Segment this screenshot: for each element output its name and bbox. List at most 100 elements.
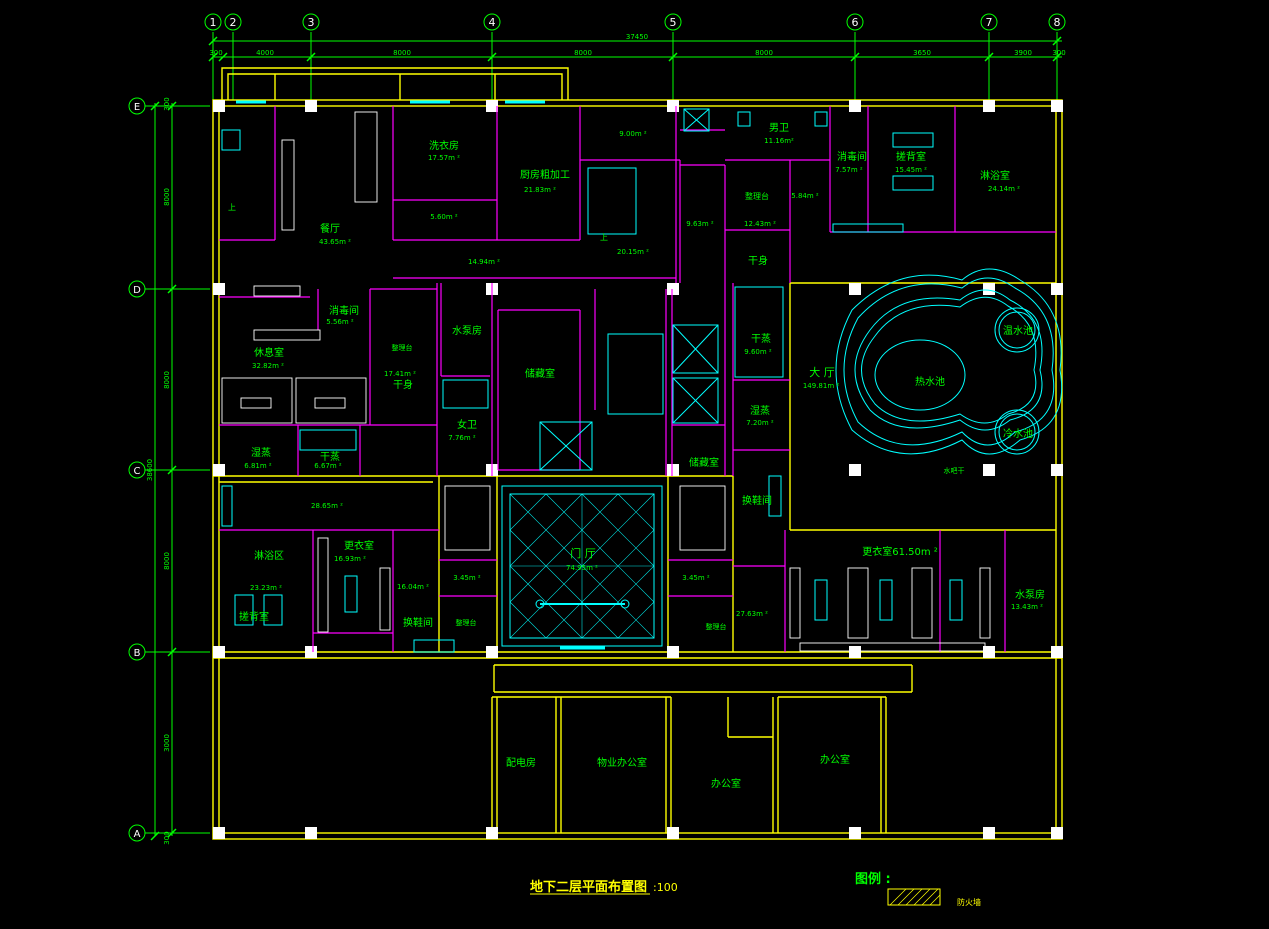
grid-bubble-col [204, 13, 222, 31]
structural-column [667, 283, 679, 295]
dim-top-7: 300 [1052, 49, 1065, 57]
room-dry2-area: 17.41m ² [384, 370, 416, 378]
grid-bubble-col [224, 13, 242, 31]
grid-bubble-col [846, 13, 864, 31]
grid-label-col: 2 [230, 16, 237, 29]
room-pump2-area: 13.43m ² [1011, 603, 1043, 611]
room-storage2-name: 储藏室 [689, 456, 719, 469]
room-locker1-name: 更衣室 [344, 539, 374, 552]
grid-label-col: 4 [489, 16, 496, 29]
room-area-584: 5.84m ² [791, 192, 819, 200]
room-warm-pool-label: 温水池 [1003, 324, 1033, 337]
grid-label-col: 5 [670, 16, 677, 29]
room-sauna-wet-area: 7.20m ² [746, 419, 774, 427]
room-kitchen-name: 厨房粗加工 [520, 168, 570, 181]
grid-bubble-row [128, 643, 146, 661]
structural-column [849, 100, 861, 112]
drawing-title-block: 地下二层平面布置图 :100 图例 : 防火墙 [530, 871, 981, 907]
exterior-walls [212, 67, 1063, 840]
grid-label-row: A [134, 829, 141, 840]
structural-column [305, 646, 317, 658]
room-dining-name: 餐厅 [320, 222, 340, 235]
room-area-560: 5.60m ² [430, 213, 458, 221]
dim-left-5: 300 [163, 831, 171, 844]
structural-column [213, 827, 225, 839]
grid-bubble-col [1048, 13, 1066, 31]
grid-label-col: 7 [986, 16, 993, 29]
dim-overall: 37450 [626, 33, 648, 41]
room-manage1-area: 12.43m ² [744, 220, 776, 228]
room-disinfect2-name: 消毒间 [329, 304, 359, 317]
structural-column [983, 646, 995, 658]
room-dry1-name: 干身 [748, 254, 768, 267]
room-area-1604: 16.04m ² [397, 583, 429, 591]
grid-label-row: E [134, 102, 140, 113]
room-pump1-name: 水泵房 [452, 324, 482, 337]
room-shower1-name: 淋浴室 [980, 169, 1010, 182]
structural-column [983, 283, 995, 295]
room-area-345b: 3.45m ² [682, 574, 710, 582]
room-property-office-name: 物业办公室 [597, 756, 647, 769]
room-office1-name: 办公室 [711, 777, 741, 790]
structural-column [667, 100, 679, 112]
structural-column [213, 646, 225, 658]
room-disinfect1-name: 消毒间 [837, 150, 867, 163]
room-manage2-name: 整理台 [392, 343, 413, 352]
fixtures [221, 100, 1063, 653]
room-locker2-name: 更衣室61.50m ² [862, 545, 938, 558]
room-disinfect1-area: 7.57m ² [835, 166, 863, 174]
structural-column [983, 100, 995, 112]
grid-label-row: C [134, 466, 141, 477]
room-area-2763: 27.63m ² [736, 610, 768, 618]
room-hall-name: 大 厅 [809, 365, 835, 379]
room-massage2-name: 搓背室 [239, 610, 269, 623]
room-shower1-area: 24.14m ² [988, 185, 1020, 193]
drawing-scale: :100 [653, 881, 678, 894]
room-disinfect2-area: 5.56m ² [326, 318, 354, 326]
room-dining-area: 43.65m ² [319, 238, 351, 246]
grid-label-col: 6 [852, 16, 859, 29]
structural-column [305, 100, 317, 112]
structural-column [1051, 646, 1063, 658]
structural-column [305, 827, 317, 839]
grid-bubble-col [664, 13, 682, 31]
structural-columns [213, 100, 1063, 839]
room-manage1-name: 整理台 [745, 191, 769, 201]
drawing-title: 地下二层平面布置图 [530, 879, 647, 895]
grid-bubble-col [980, 13, 998, 31]
room-womens-name: 女卫 [457, 418, 477, 431]
structural-column [486, 100, 498, 112]
room-area-2865: 28.65m ² [311, 502, 343, 510]
dimension-lines [145, 32, 1062, 841]
structural-column [486, 646, 498, 658]
room-laundry-area: 17.57m ² [428, 154, 460, 162]
dimension-text-group: 37450 300 4000 8000 8000 8000 3650 3900 … [146, 33, 1066, 845]
structural-column [1051, 464, 1063, 476]
grid-bubble-row [128, 280, 146, 298]
structural-column [667, 464, 679, 476]
grid-bubble-row [128, 97, 146, 115]
dim-top-5: 3650 [913, 49, 931, 57]
room-dry2-name: 干身 [393, 378, 413, 391]
room-hall-area: 149.81m ² [803, 382, 840, 390]
room-womens-area: 7.76m ² [448, 434, 476, 442]
dim-left-3: 8000 [163, 552, 171, 570]
room-dry3-name: 干蒸 [320, 451, 340, 463]
dim-top-1: 4000 [256, 49, 274, 57]
structural-column [849, 464, 861, 476]
furniture [221, 111, 991, 652]
dim-top-6: 3900 [1014, 49, 1032, 57]
structural-column [1051, 827, 1063, 839]
grid-bubble-row [128, 824, 146, 842]
room-shoe2-name: 换鞋间 [403, 616, 433, 629]
room-pump2-name: 水泵房 [1015, 588, 1045, 601]
structural-column [983, 827, 995, 839]
grid-label-col: 8 [1054, 16, 1061, 29]
legend-firewall-label: 防火墙 [957, 897, 981, 907]
room-hot-pool-label: 热水池 [915, 375, 945, 388]
room-shower2-name: 淋浴区 [254, 549, 284, 562]
structural-column [667, 827, 679, 839]
room-locker1-area: 16.93m ² [334, 555, 366, 563]
